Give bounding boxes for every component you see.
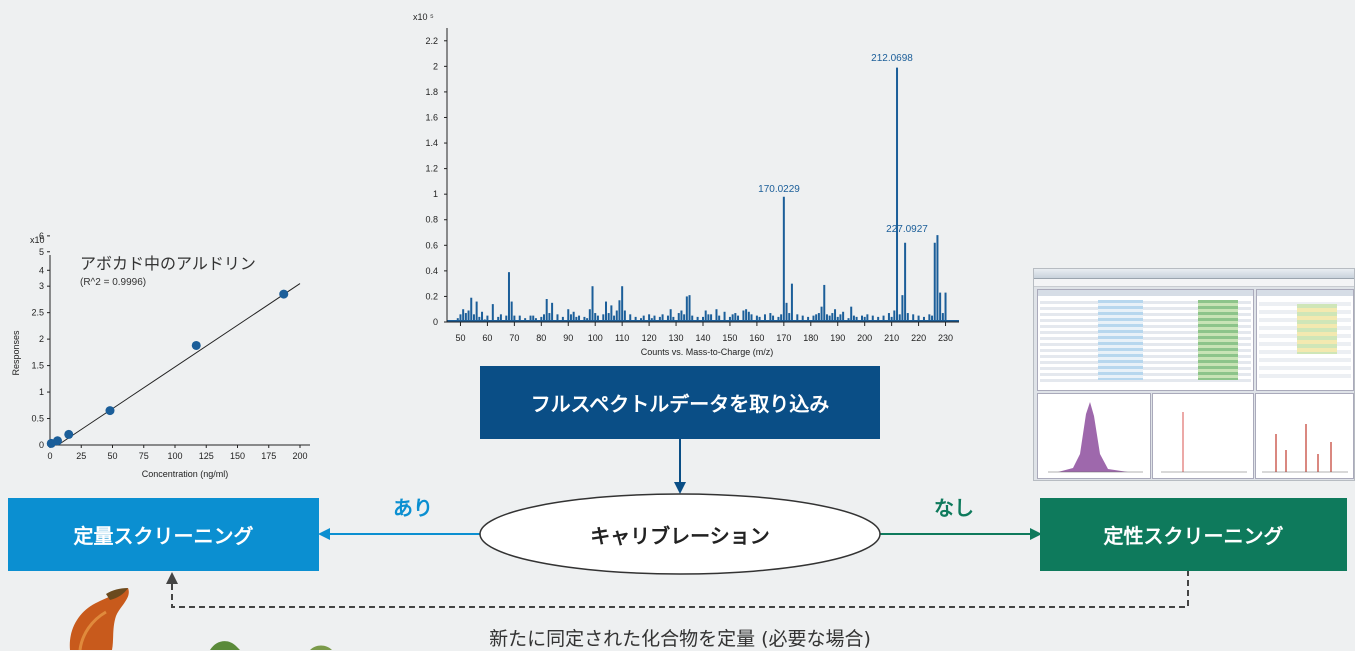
spectrum-y-tick-label: 1.4: [425, 138, 438, 148]
calibration-y-tick-label: 4: [39, 265, 44, 275]
calibration-y-tick-label: 3: [39, 281, 44, 291]
spectrum-y-tick-label: 1: [433, 189, 438, 199]
calibration-y-tick-label: 2: [39, 334, 44, 344]
spectrum-x-tick-label: 200: [857, 333, 872, 343]
spectrum-y-tick-label: 0.6: [425, 240, 438, 250]
calibration-x-tick-label: 50: [107, 451, 117, 461]
spectrum-x-tick-label: 80: [536, 333, 546, 343]
calibration-point: [64, 429, 74, 439]
spectrum-x-tick-label: 140: [695, 333, 710, 343]
spectrum-x-tick-label: 180: [803, 333, 818, 343]
spectrum-y-tick-label: 1.6: [425, 112, 438, 122]
calibration-x-tick-label: 150: [230, 451, 245, 461]
spectrum-x-tick-label: 60: [482, 333, 492, 343]
spectrum-x-tick-label: 120: [642, 333, 657, 343]
spectrum-peak-label: 170.0229: [758, 184, 800, 195]
calibration-y-tick-label: 0: [39, 440, 44, 450]
spectrum-y-tick-label: 0.4: [425, 266, 438, 276]
calibration-x-tick-label: 75: [139, 451, 149, 461]
calibration-y-tick-label: 0.5: [31, 414, 44, 424]
calibration-x-tick-label: 200: [292, 451, 307, 461]
spectrum-x-tick-label: 70: [509, 333, 519, 343]
calibration-x-tick-label: 25: [76, 451, 86, 461]
calibration-point: [279, 289, 289, 299]
spectrum-x-tick-label: 170: [776, 333, 791, 343]
calibration-chart: x10 0 0.5 1 1.5 2 2.5 3 4 5 6 0 25 50 75 100 125 150 175…: [11, 231, 310, 479]
spectrum-x-tick-label: 160: [749, 333, 764, 343]
calibration-ylabel: Responses: [11, 330, 21, 376]
spectrum-peak-label: 212.0698: [871, 53, 913, 64]
feedback-caption: 新たに同定された化合物を定量 (必要な場合): [489, 628, 871, 650]
spectrum-chart: x10 ⁵ 0 0.2 0.4 0.6 0.8 1 1.2 1.4 1.6 1.8 2 2.2 50 6…: [413, 12, 959, 357]
spectrum-x-tick-label: 220: [911, 333, 926, 343]
no-label: なし: [934, 496, 974, 520]
calibration-title: アボカド中のアルドリン: [80, 255, 256, 273]
spectrum-y-tick-label: 2.2: [425, 36, 438, 46]
software-screenshot-image: [1033, 268, 1355, 481]
calibration-point: [53, 436, 62, 446]
spectrum-peak-label: 227.0927: [886, 224, 928, 235]
calibration-x-tick-label: 0: [47, 451, 52, 461]
spectrum-x-tick-label: 190: [830, 333, 845, 343]
quantitative-screening-box: 定量スクリーニング: [8, 498, 319, 571]
import-data-box: フルスペクトルデータを取り込み: [480, 366, 880, 439]
calibration-exponent: x10: [30, 235, 45, 245]
calibration-point: [105, 406, 115, 416]
spectrum-y-tick-label: 0.8: [425, 215, 438, 225]
calibration-fit-line: [57, 283, 301, 446]
spectrum-x-tick-label: 230: [938, 333, 953, 343]
spectrum-xlabel: Counts vs. Mass-to-Charge (m/z): [641, 347, 774, 357]
spectrum-x-tick-label: 210: [884, 333, 899, 343]
yes-label: あり: [393, 496, 433, 520]
calibration-label: キャリブレーション: [590, 524, 770, 548]
calibration-y-tick-label: 6: [39, 231, 44, 241]
spectrum-x-tick-label: 130: [669, 333, 684, 343]
qualitative-screening-box: 定性スクリーニング: [1040, 498, 1347, 571]
feedback-dashed-arrow: [166, 570, 1189, 608]
spectrum-x-tick-label: 150: [722, 333, 737, 343]
spectrum-y-tick-label: 2: [433, 61, 438, 71]
spectrum-y-tick-label: 1.8: [425, 87, 438, 97]
spectrum-x-tick-label: 100: [588, 333, 603, 343]
spectrum-x-tick-label: 90: [563, 333, 573, 343]
calibration-x-tick-label: 175: [261, 451, 276, 461]
calibration-y-tick-label: 1.5: [31, 361, 44, 371]
calibration-y-tick-label: 1: [39, 387, 44, 397]
spectrum-y-tick-label: 1.2: [425, 164, 438, 174]
calibration-y-tick-label: 5: [39, 247, 44, 257]
calibration-r2: (R^2 = 0.9996): [80, 277, 146, 288]
calibration-y-tick-label: 2.5: [31, 308, 44, 318]
spectrum-x-tick-label: 110: [615, 333, 629, 343]
vegetable-illustration: [69, 588, 332, 650]
calibration-ellipse: [479, 493, 881, 575]
spectrum-y-tick-label: 0.2: [425, 291, 438, 301]
spectrum-y-tick-label: 0: [433, 317, 438, 327]
spectrum-exponent: x10 ⁵: [413, 12, 434, 22]
calibration-x-tick-label: 125: [199, 451, 214, 461]
calibration-point: [191, 340, 201, 350]
calibration-xlabel: Concentration (ng/ml): [142, 469, 229, 479]
spectrum-x-tick-label: 50: [455, 333, 465, 343]
calibration-x-tick-label: 100: [167, 451, 182, 461]
